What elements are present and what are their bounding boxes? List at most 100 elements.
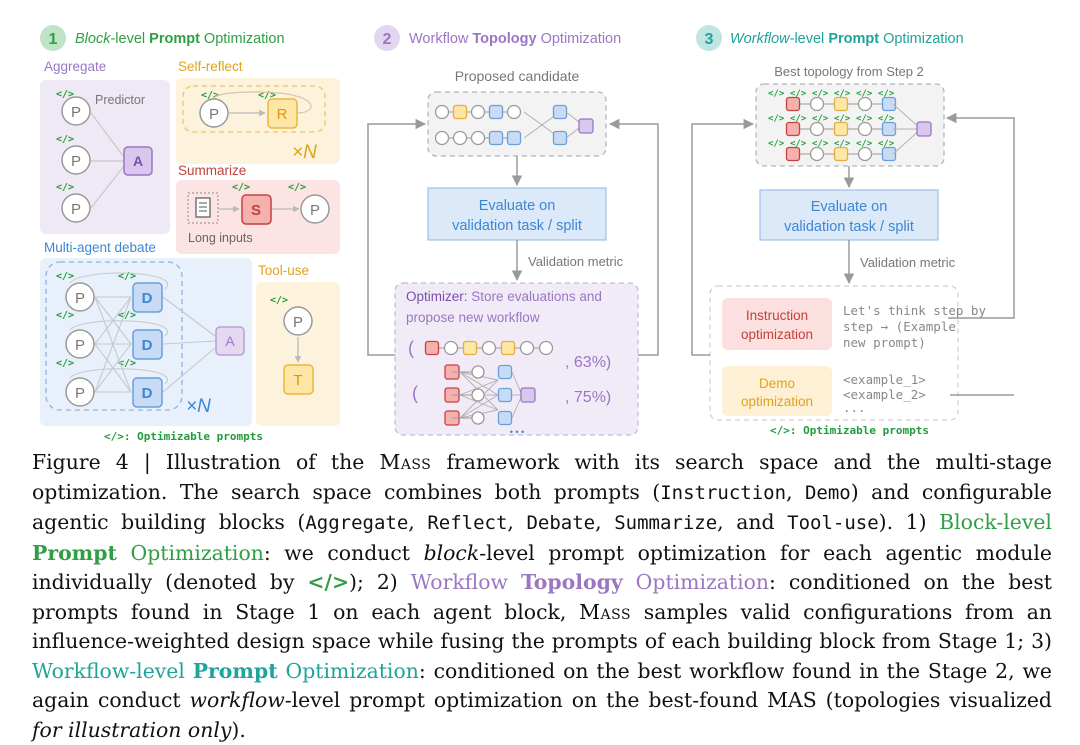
- workflow-node: [462, 340, 478, 356]
- svg-text:</>: </>: [118, 271, 136, 282]
- svg-text:Tool-use: Tool-use: [258, 263, 309, 278]
- prompt-tag: </>: [768, 139, 785, 149]
- svg-text:Workflow-level Prompt Optimiza: Workflow-level Prompt Optimization: [730, 31, 964, 47]
- predictor-node: P: [199, 98, 229, 128]
- svg-text:P: P: [71, 104, 81, 121]
- predictor-node: P: [65, 329, 95, 359]
- svg-text:1: 1: [49, 31, 58, 48]
- prompt-tag: </>: [856, 114, 873, 124]
- workflow-node: [471, 388, 485, 402]
- prompt-tag: </>: [878, 139, 895, 149]
- figure-caption: Figure 4 | Illustration of the Mass fram…: [32, 450, 1053, 742]
- workflow-node: [916, 121, 932, 137]
- stage1-legend: </>: Optimizable prompts: [104, 430, 263, 443]
- svg-text:Evaluate on: Evaluate on: [811, 199, 888, 215]
- svg-text:3: 3: [705, 31, 714, 48]
- svg-text:</>: </>: [201, 90, 219, 101]
- svg-text:validation task / split: validation task / split: [452, 218, 582, 234]
- workflow-node: [552, 130, 568, 146]
- svg-text:×N: ×N: [186, 396, 211, 417]
- workflow-node: [857, 121, 873, 137]
- proposed-candidate-box: [427, 91, 607, 157]
- svg-text:</>: </>: [118, 358, 136, 369]
- predictor-node: P: [61, 193, 91, 223]
- self-reflect-block: Self-reflect </> </> P R ×N: [176, 59, 340, 164]
- workflow-node: [538, 340, 554, 356]
- svg-text:</>: </>: [288, 182, 306, 193]
- workflow-node: [809, 146, 825, 162]
- best-topology-label: Best topology from Step 2: [774, 64, 924, 79]
- predictor-node: P: [300, 194, 330, 224]
- svg-text:S: S: [251, 202, 261, 219]
- stage3-header: 3 Workflow-level Prompt Optimization: [696, 25, 964, 51]
- prompt-tag: </>: [812, 89, 829, 99]
- svg-text:Block-level Prompt Optimizatio: Block-level Prompt Optimization: [75, 31, 285, 47]
- svg-text:P: P: [293, 314, 303, 331]
- prompt-tag: </>: [856, 89, 873, 99]
- svg-text:...: ...: [843, 400, 866, 415]
- predictor-node: P: [65, 282, 95, 312]
- svg-text:D: D: [142, 337, 153, 354]
- validation-metric-label-stage3: Validation metric: [860, 255, 956, 270]
- predictor-node: P: [65, 377, 95, 407]
- prompt-tag: </>: [878, 114, 895, 124]
- svg-text:</>: </>: [118, 310, 136, 321]
- svg-text:</>: </>: [56, 134, 74, 145]
- prompt-tag: </>: [812, 114, 829, 124]
- svg-text:optimization: optimization: [741, 327, 813, 342]
- workflow-node: [470, 130, 486, 146]
- workflow-node: [552, 104, 568, 120]
- svg-text:</>: </>: [56, 271, 74, 282]
- debate-block: Multi-agent debate </> </> </> </> </> <…: [40, 240, 252, 426]
- svg-text:P: P: [71, 201, 81, 218]
- svg-text:Optimizer: Store evaluations a: Optimizer: Store evaluations and: [406, 289, 602, 304]
- workflow-node: [578, 118, 594, 134]
- svg-text:P: P: [209, 106, 219, 123]
- svg-text:T: T: [293, 372, 302, 389]
- svg-text:step → (Example: step → (Example: [843, 319, 956, 334]
- workflow-node: [785, 121, 801, 137]
- svg-text:(: (: [408, 338, 414, 358]
- svg-text:<example_2>: <example_2>: [843, 387, 926, 402]
- workflow-node: [497, 410, 513, 426]
- workflow-node: [520, 387, 536, 403]
- workflow-node: [488, 104, 504, 120]
- workflow-node: [809, 96, 825, 112]
- stage2-header: 2 Workflow Topology Optimization: [374, 25, 621, 51]
- svg-text:</>: </>: [56, 89, 74, 100]
- prompt-optimizer-box: Instruction optimization Let's think ste…: [709, 285, 986, 421]
- svg-text:optimization: optimization: [741, 394, 813, 409]
- svg-text:</>: </>: [232, 182, 250, 193]
- svg-text:, 75%): , 75%): [565, 389, 611, 406]
- workflow-node: [809, 121, 825, 137]
- workflow-node: [488, 130, 504, 146]
- workflow-node: [500, 340, 516, 356]
- validation-metric-label: Validation metric: [528, 254, 624, 269]
- evaluate-box: Evaluate on validation task / split: [427, 187, 607, 241]
- prompt-tag: </>: [790, 139, 807, 149]
- prompt-tag: </>: [834, 114, 851, 124]
- instruction-optimization-box: Instruction optimization: [722, 298, 832, 350]
- method-figure: 1 Block-level Prompt Optimization Aggreg…: [40, 25, 1015, 443]
- prompt-tag: </>: [768, 114, 785, 124]
- stage3-legend: </>: Optimizable prompts: [770, 424, 929, 437]
- debater-node: D: [132, 282, 163, 313]
- svg-text:Let's think step by: Let's think step by: [843, 303, 986, 318]
- prompt-tag: </>: [834, 89, 851, 99]
- demo-optimization-box: Demo optimization: [722, 366, 832, 416]
- prompt-tag: </>: [790, 114, 807, 124]
- prompt-tag: </>: [856, 139, 873, 149]
- workflow-node: [519, 340, 535, 356]
- svg-text:2: 2: [383, 31, 392, 48]
- prompt-tag: </>: [790, 89, 807, 99]
- prompt-tag: </>: [812, 139, 829, 149]
- summarizer-node: S: [241, 194, 272, 225]
- workflow-node: [833, 96, 849, 112]
- debater-node: D: [132, 329, 163, 360]
- svg-text:Aggregate: Aggregate: [44, 59, 106, 74]
- svg-text:P: P: [75, 337, 85, 354]
- svg-text:A: A: [225, 333, 235, 349]
- summarize-block: Summarize </> </> S P Long inputs: [176, 163, 340, 254]
- tool-node: T: [283, 364, 314, 395]
- aggregator-node: A: [215, 326, 245, 356]
